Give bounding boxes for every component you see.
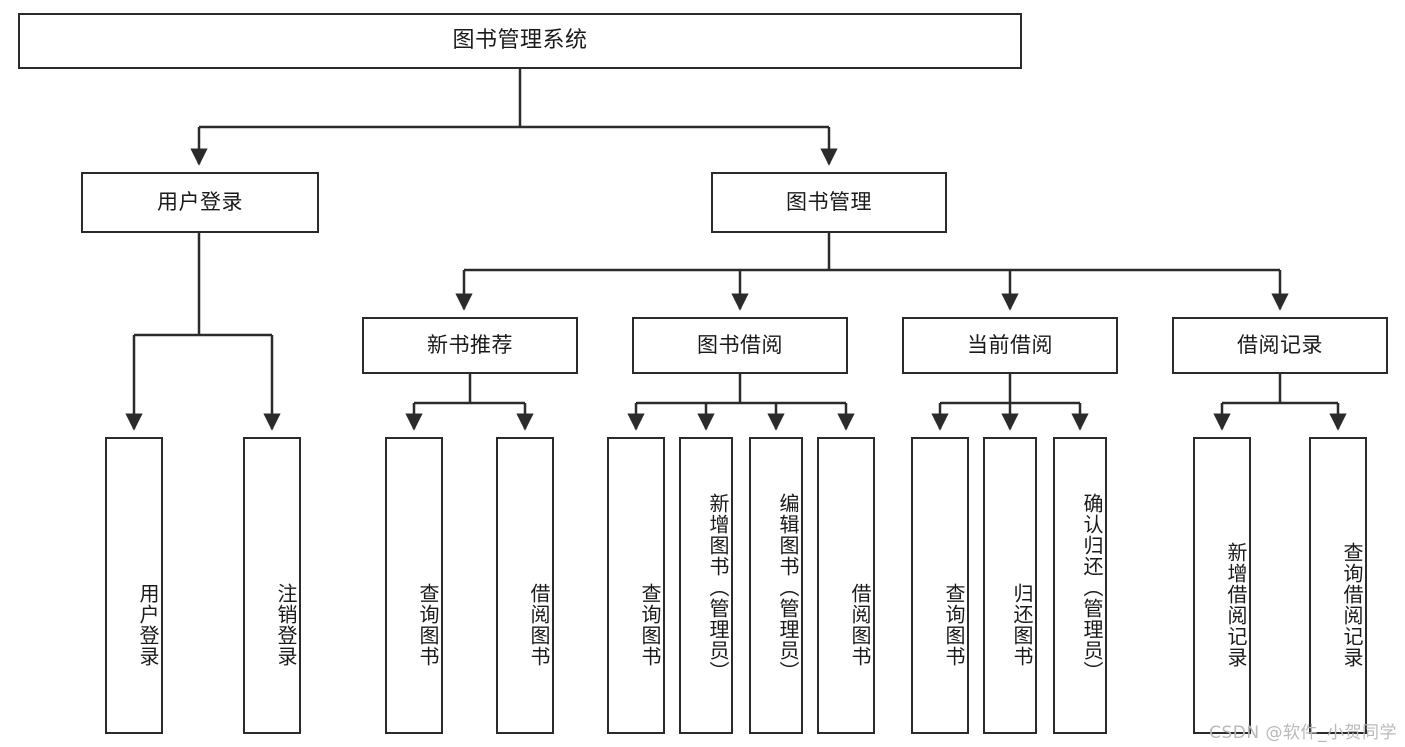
node-user-login[interactable]: 用户登录 — [81, 172, 319, 233]
node-label: 借阅记录 — [1237, 332, 1323, 357]
node-label: 查询图书 — [638, 582, 662, 667]
node-label: 新增图书（管理员） — [706, 492, 730, 682]
node-book-borrow[interactable]: 图书借阅 — [632, 317, 848, 374]
leaf-user-login[interactable]: 用户登录 — [105, 437, 163, 734]
node-book-admin[interactable]: 图书管理 — [711, 172, 947, 233]
node-label: 用户登录 — [157, 189, 243, 214]
node-new-book-recommend[interactable]: 新书推荐 — [362, 317, 578, 374]
leaf-borrow-book[interactable]: 借阅图书 — [817, 437, 875, 734]
node-label: 图书管理系统 — [452, 27, 588, 53]
node-label: 当前借阅 — [967, 332, 1053, 357]
node-label: 图书管理 — [786, 189, 872, 214]
node-label: 用户登录 — [136, 582, 160, 667]
leaf-query-book-current[interactable]: 查询图书 — [911, 437, 969, 734]
node-label: 查询借阅记录 — [1340, 541, 1364, 668]
node-label: 图书借阅 — [697, 332, 783, 357]
node-label: 查询图书 — [416, 582, 440, 667]
node-label: 新增借阅记录 — [1224, 541, 1248, 668]
leaf-query-book-borrow[interactable]: 查询图书 — [607, 437, 665, 734]
node-label: 归还图书 — [1010, 582, 1034, 667]
leaf-borrow-book-recommend[interactable]: 借阅图书 — [496, 437, 554, 734]
leaf-confirm-return-admin[interactable]: 确认归还（管理员） — [1053, 437, 1107, 734]
node-borrow-record[interactable]: 借阅记录 — [1172, 317, 1388, 374]
leaf-logout[interactable]: 注销登录 — [243, 437, 301, 734]
leaf-query-borrow-record[interactable]: 查询借阅记录 — [1309, 437, 1367, 734]
node-label: 确认归还（管理员） — [1080, 492, 1104, 682]
leaf-edit-book-admin[interactable]: 编辑图书（管理员） — [749, 437, 803, 734]
node-root-book-management-system[interactable]: 图书管理系统 — [18, 13, 1022, 69]
node-label: 查询图书 — [942, 582, 966, 667]
node-label: 借阅图书 — [527, 582, 551, 667]
node-label: 编辑图书（管理员） — [776, 492, 800, 682]
node-label: 借阅图书 — [848, 582, 872, 667]
leaf-add-borrow-record[interactable]: 新增借阅记录 — [1193, 437, 1251, 734]
leaf-add-book-admin[interactable]: 新增图书（管理员） — [679, 437, 733, 734]
node-current-borrow[interactable]: 当前借阅 — [902, 317, 1118, 374]
csdn-watermark: CSDN @软件_小贺同学 — [1209, 723, 1397, 743]
leaf-return-book[interactable]: 归还图书 — [983, 437, 1037, 734]
node-label: 注销登录 — [274, 582, 298, 667]
leaf-query-book-recommend[interactable]: 查询图书 — [385, 437, 443, 734]
node-label: 新书推荐 — [427, 332, 513, 357]
